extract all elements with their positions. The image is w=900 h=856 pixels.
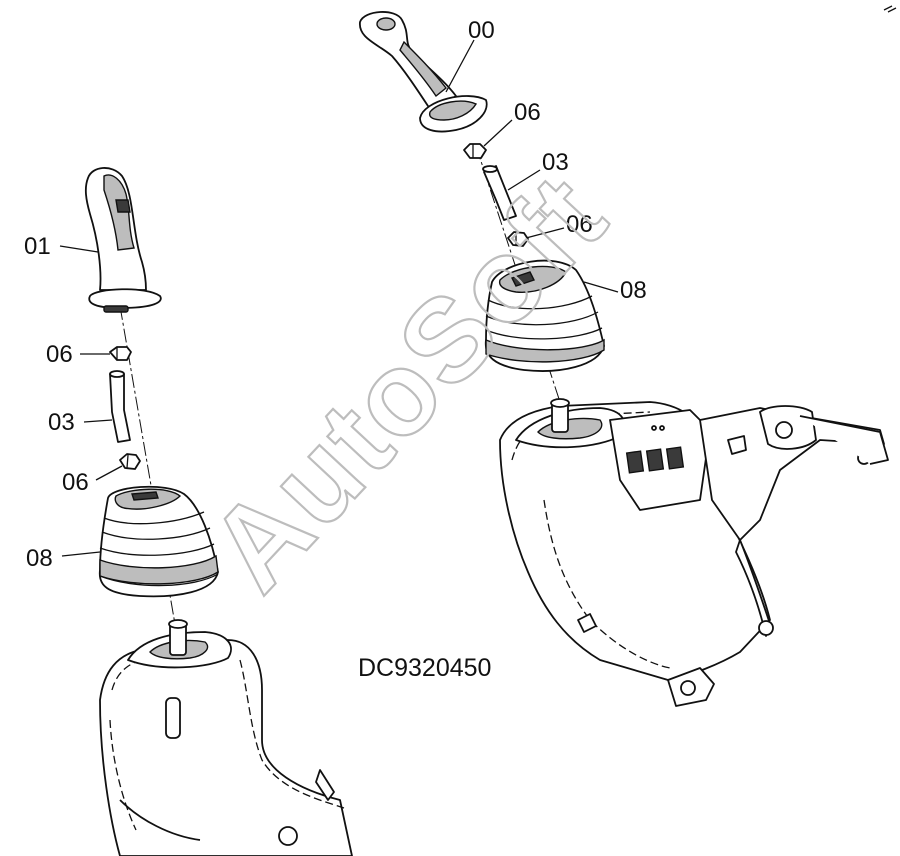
right-console-bolt-3 [680,680,696,696]
right-rod [482,165,517,221]
left-control-console [99,619,353,856]
corner-mark [883,5,897,13]
callout-right-rod: 03 [542,149,569,176]
right-control-console [499,398,889,707]
right-console-pivot [775,421,793,439]
callout-left-nut-upper: 06 [46,341,73,368]
drawing-code-label: DC9320450 [358,654,491,682]
callout-left-handle: 01 [24,233,51,260]
left-console-bolt [278,826,298,846]
callout-right-boot: 08 [620,277,647,304]
callout-labels: 00 06 03 06 08 01 06 03 06 08 [24,17,647,572]
left-console-slot [165,697,181,739]
right-nut-lower [507,231,529,247]
right-console-bolt-2 [758,620,774,636]
callout-left-boot: 08 [26,545,53,572]
callout-right-nut-upper: 06 [514,99,541,126]
left-nut-upper [109,346,132,361]
right-nut-upper [463,143,487,159]
right-assembly [359,11,889,707]
left-rubber-boot [98,485,219,598]
left-nut-lower [119,453,141,470]
right-joystick-handle [359,11,488,133]
left-rod [109,370,131,443]
callout-left-nut-lower: 06 [62,469,89,496]
callout-right-nut-lower: 06 [566,211,593,238]
callout-right-handle: 00 [468,17,495,44]
callout-left-rod: 03 [48,409,75,436]
left-axis-line [119,305,177,631]
left-joystick-handle [84,167,162,313]
right-rubber-boot [484,259,605,372]
left-assembly [59,167,353,856]
